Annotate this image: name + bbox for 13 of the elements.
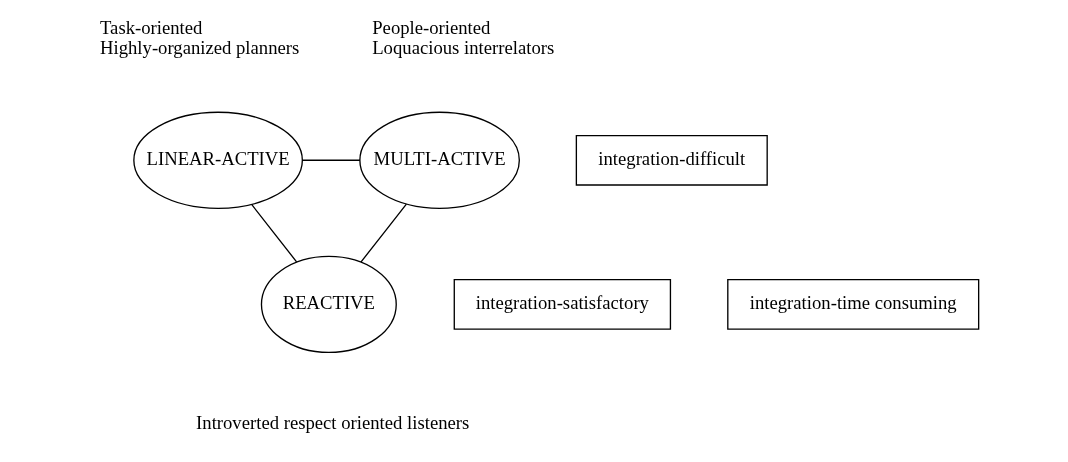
node-label: People-oriented	[372, 16, 491, 38]
node-label: Task-oriented	[100, 16, 203, 38]
node-ellipse: LINEAR-ACTIVE	[133, 111, 303, 209]
node-box: integration-difficult	[575, 134, 768, 186]
node-label: Introverted respect oriented listeners	[196, 412, 470, 434]
node-box: integration-satisfactory	[453, 279, 672, 330]
node-box: integration-time consuming	[727, 279, 980, 330]
connector	[302, 159, 361, 161]
connector	[360, 203, 408, 263]
connector	[250, 203, 298, 263]
node-ellipse: REACTIVE	[260, 255, 397, 354]
node-ellipse: MULTI-ACTIVE	[359, 111, 520, 209]
node-label: Highly-organized planners	[100, 36, 300, 58]
